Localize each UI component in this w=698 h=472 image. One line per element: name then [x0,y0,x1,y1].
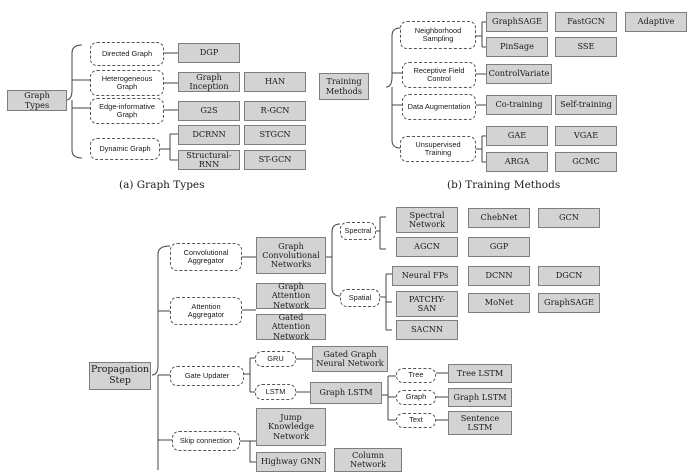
model-dgp: DGP [178,43,240,63]
text-subcategory: Text [396,413,436,428]
model-g2s: G2S [178,101,240,121]
model-self-training: Self-training [555,95,617,115]
model-graphsage-spatial: GraphSAGE [538,293,600,313]
skip-connection-category: Skip connection [172,431,240,451]
convolutional-aggregator-category: Convolutional Aggregator [170,243,242,271]
model-gcmc: GCMC [555,152,617,172]
model-structural-rnn: Structural-RNN [178,150,240,170]
model-controlvariate: ControlVariate [486,64,552,84]
spatial-subcategory: Spatial [340,289,380,307]
model-graph-convolutional-networks: Graph Convolutional Networks [256,237,326,274]
model-r-gcn: R-GCN [244,101,306,121]
gate-updater-category: Gate Updater [170,366,244,386]
propagation-step-root: Propagation Step [89,362,151,390]
directed-graph-category: Directed Graph [90,42,164,66]
model-graph-attention-network: Graph Attention Network [256,282,326,309]
model-gated-graph-neural-network: Gated Graph Neural Network [312,346,388,372]
model-tree-lstm: Tree LSTM [448,364,512,383]
model-graphsage: GraphSAGE [486,12,548,32]
dynamic-graph-category: Dynamic Graph [90,138,160,160]
model-gcn: GCN [538,208,600,228]
model-agcn: AGCN [396,237,458,257]
model-neural-fps: Neural FPs [392,266,458,286]
model-han: HAN [244,72,306,92]
model-st-gcn: ST-GCN [244,150,306,170]
graph-types-root: Graph Types [7,90,67,111]
model-dgcn: DGCN [538,266,600,286]
model-sentence-lstm: Sentence LSTM [448,411,512,435]
model-fastgcn: FastGCN [555,12,617,32]
tree-subcategory: Tree [396,368,436,383]
model-jump-knowledge-network: Jump Knowledge Network [256,408,326,446]
heterogeneous-graph-category: Heterogeneous Graph [90,70,164,96]
training-methods-caption: (b) Training Methods [447,179,561,191]
model-column-network: Column Network [334,448,402,472]
neighborhood-sampling-category: Neighborhood Sampling [400,21,476,49]
data-augmentation-category: Data Augmentation [402,94,476,120]
model-graph-inception: Graph Inception [178,72,240,92]
edge-informative-graph-category: Edge-informative Graph [90,98,164,124]
model-stgcn: STGCN [244,125,306,145]
model-sacnn: SACNN [396,320,458,340]
model-gae: GAE [486,126,548,146]
unsupervised-training-category: Unsupervised Training [400,136,476,162]
model-gated-attention-network: Gated Attention Network [256,313,326,340]
model-dcnn: DCNN [468,266,530,286]
model-dcrnn: DCRNN [178,125,240,145]
model-adaptive: Adaptive [625,12,687,32]
model-spectral-network: Spectral Network [396,207,458,233]
model-arga: ARGA [486,152,548,172]
gru-subcategory: GRU [255,351,296,367]
model-ggp: GGP [468,237,530,257]
model-patchy-san: PATCHY-SAN [396,291,458,317]
model-pinsage: PinSage [486,37,548,57]
model-highway-gnn: Highway GNN [256,452,326,472]
attention-aggregator-category: Attention Aggregator [170,297,242,325]
model-vgae: VGAE [555,126,617,146]
spectral-subcategory: Spectral [340,222,376,240]
graph-subcategory: Graph [396,390,436,405]
training-methods-root: Training Methods [319,73,369,100]
lstm-subcategory: LSTM [255,384,296,400]
receptive-field-control-category: Receptive Field Control [402,62,476,88]
model-sse: SSE [555,37,617,57]
graph-types-caption: (a) Graph Types [119,179,205,191]
model-graph-lstm-leaf: Graph LSTM [448,388,512,407]
model-graph-lstm: Graph LSTM [310,382,382,404]
model-chebnet: ChebNet [468,208,530,228]
model-monet: MoNet [468,293,530,313]
model-co-training: Co-training [486,95,552,115]
